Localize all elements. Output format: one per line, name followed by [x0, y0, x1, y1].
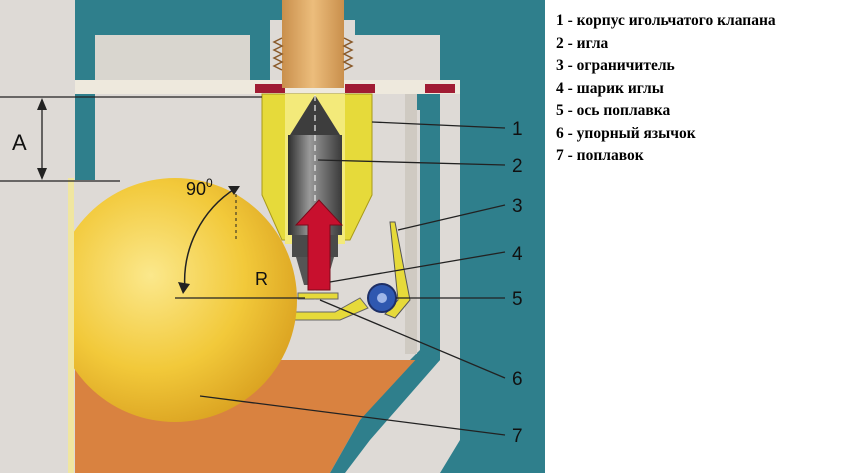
dimension-a-arrowhead-top: [37, 98, 47, 110]
inlet-fitting: [282, 0, 344, 88]
dimension-a-label: A: [12, 130, 27, 155]
chamber-right-wall: [370, 94, 440, 420]
callout-1: 1: [512, 119, 523, 140]
lift-arrow: [294, 199, 344, 291]
callout-5: 5: [512, 289, 523, 310]
callout-6: 6: [512, 369, 523, 390]
angle-arc: [183, 187, 237, 291]
legend-item-limiter: 3 - ограничитель: [556, 57, 675, 74]
housing-outer-wall: [75, 0, 545, 473]
stop-tongue: [297, 292, 339, 300]
legend-item-needle-ball: 4 - шарик иглы: [556, 79, 664, 97]
seal-right: [345, 84, 375, 93]
legend-item-float: 7 - поплавок: [556, 147, 644, 164]
housing-right-top: [250, 20, 270, 80]
chamber-right-wall-light: [405, 94, 417, 354]
angle-value: 90: [186, 179, 206, 199]
angle-arc-arrow-bottom: [178, 282, 190, 294]
callout-3: 3: [512, 196, 523, 217]
carburetor-float-chamber-diagram: A 900 R 1 2 3 4 5 6 7: [0, 0, 545, 473]
angle-label: 900: [186, 176, 213, 199]
inlet-thread-right: [342, 37, 354, 71]
callout-7: 7: [512, 426, 523, 447]
legend: 1 - корпус игольчатого клапана 2 - игла …: [556, 10, 846, 168]
seal-left: [255, 84, 285, 93]
housing-right-top-2: [355, 20, 460, 80]
callout-4: 4: [512, 244, 523, 265]
dimension-a-arrowhead-bottom: [37, 168, 47, 180]
callout-2: 2: [512, 156, 523, 177]
leader-line-7: [199, 395, 506, 436]
leader-line-1: [371, 121, 506, 129]
housing-left-lip: [75, 0, 250, 180]
angle-degree: 0: [206, 176, 213, 190]
angle-arc-arrow-top: [228, 186, 240, 195]
legend-item-valve-body: 1 - корпус игольчатого клапана: [556, 12, 776, 29]
leader-line-4: [329, 251, 506, 283]
leader-line-6: [319, 299, 506, 379]
leader-line-2: [317, 159, 506, 166]
leader-line-3: [397, 204, 506, 231]
housing-top-band: [75, 0, 300, 20]
diagram-left-margin: [0, 95, 72, 473]
seal-far-right: [425, 84, 455, 93]
legend-item-float-axle: 5 - ось поплавка: [556, 102, 671, 119]
float: [53, 178, 297, 422]
float-axle-hub: [377, 293, 387, 303]
inlet-thread-left: [272, 37, 284, 71]
radius-label: R: [255, 269, 268, 289]
legend-item-needle: 2 - игла: [556, 34, 609, 52]
float-chamber-left-edge: [68, 178, 74, 473]
legend-item-stop-tongue: 6 - упорный язычок: [556, 124, 696, 142]
fuel-chamber-wall: [330, 355, 440, 473]
